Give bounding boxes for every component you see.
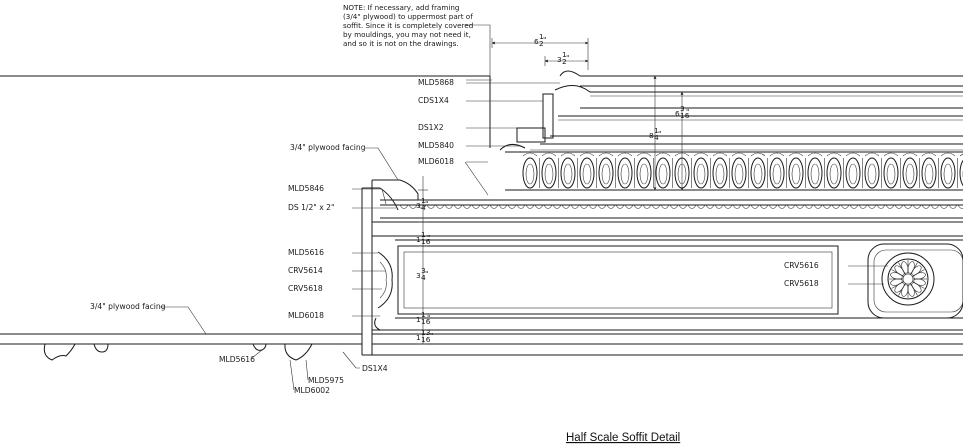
label-plywood-lower: 3/4" plywood facing (90, 302, 166, 311)
svg-text:4: 4 (654, 133, 659, 142)
svg-text:1: 1 (421, 196, 426, 205)
svg-text:": " (427, 233, 430, 242)
svg-text:3: 3 (416, 201, 421, 210)
label-ds1x4: DS1X4 (362, 364, 388, 373)
svg-text:4: 4 (421, 273, 426, 282)
svg-text:16: 16 (421, 237, 431, 246)
note-line-1: NOTE: If necessary, add framing (343, 3, 459, 12)
svg-text:1: 1 (421, 230, 426, 239)
note-line-5: and so it is not on the drawings. (343, 39, 459, 48)
label-crv5616-right: CRV5616 (784, 261, 819, 270)
svg-text:": " (658, 129, 661, 138)
dim-panel: 3 3 4 " (416, 266, 428, 282)
svg-text:": " (566, 53, 569, 62)
svg-text:": " (430, 331, 433, 340)
dentil-band (399, 204, 963, 209)
label-ds-half-2: DS 1/2" x 2" (288, 203, 334, 212)
svg-text:16: 16 (421, 335, 431, 344)
note-line-2: (3/4" plywood) to uppermost part of (343, 12, 473, 21)
label-ds1x2: DS1X2 (418, 123, 444, 132)
label-mld5840: MLD5840 (418, 141, 454, 150)
dim-top-inner: 3 1 2 " (557, 50, 569, 66)
label-mld6018-top: MLD6018 (418, 157, 454, 166)
svg-text:": " (686, 107, 689, 116)
svg-text:": " (543, 35, 546, 44)
label-crv5614: CRV5614 (288, 266, 323, 275)
dim-top-width: 6 1 2 " (534, 32, 546, 48)
svg-text:6: 6 (675, 109, 680, 118)
label-mld5616-bottom: MLD5616 (219, 355, 255, 364)
label-plywood-upper: 3/4" plywood facing (290, 143, 366, 152)
note-block: NOTE: If necessary, add framing (3/4" pl… (343, 3, 473, 48)
dim-base: 1 13 16 " (416, 328, 433, 344)
label-crv5618-right: CRV5618 (784, 279, 819, 288)
svg-text:3: 3 (557, 55, 562, 64)
svg-text:": " (425, 269, 428, 278)
svg-text:13: 13 (421, 328, 431, 337)
drawing-title: Half Scale Soffit Detail (566, 432, 680, 444)
label-crv5618-left: CRV5618 (288, 284, 323, 293)
label-mld6018-bottom: MLD6018 (288, 311, 324, 320)
dimension-lines (418, 38, 684, 345)
dim-band-lower: 1 1 16 " (416, 310, 431, 326)
svg-text:2: 2 (539, 39, 544, 48)
label-mld5846: MLD5846 (288, 184, 324, 193)
dim-frieze: 3 1 4 " (416, 196, 428, 212)
dim-height-right: 6 3 16 " (675, 104, 690, 120)
svg-text:16: 16 (680, 111, 690, 120)
svg-text:16: 16 (421, 317, 431, 326)
svg-text:3: 3 (680, 104, 685, 113)
label-cds1x4: CDS1X4 (418, 96, 449, 105)
dimension-texts: 6 1 2 " 3 1 2 " 8 1 4 " 6 3 16 " 3 1 4 " (416, 32, 690, 344)
svg-text:6: 6 (534, 37, 539, 46)
svg-text:3: 3 (421, 266, 426, 275)
svg-text:1: 1 (416, 315, 421, 324)
svg-text:1: 1 (539, 32, 544, 41)
note-line-3: soffit. Since it is completely covered (343, 21, 473, 30)
svg-text:": " (425, 199, 428, 208)
svg-text:1: 1 (421, 310, 426, 319)
label-mld5616-left: MLD5616 (288, 248, 324, 257)
label-mld6002: MLD6002 (294, 386, 330, 395)
label-mld5975: MLD5975 (308, 376, 344, 385)
leader-lines (160, 24, 888, 391)
label-mld5868: MLD5868 (418, 78, 454, 87)
svg-text:2: 2 (562, 57, 567, 66)
callout-labels: MLD5868 CDS1X4 DS1X2 MLD5840 MLD6018 3/4… (90, 78, 819, 395)
svg-text:8: 8 (649, 131, 654, 140)
svg-text:1: 1 (416, 235, 421, 244)
egg-and-dart-ornament (522, 152, 963, 189)
bottom-moulding-profiles (43, 317, 386, 361)
soffit-structure (0, 70, 963, 356)
crv5614-profile-icon (377, 251, 393, 309)
svg-text:1: 1 (562, 50, 567, 59)
svg-text:1: 1 (654, 126, 659, 135)
rosette-icon (881, 252, 935, 306)
svg-text:3: 3 (416, 271, 421, 280)
note-line-4: by mouldings, you may not need it, (343, 30, 471, 39)
svg-text:4: 4 (421, 203, 426, 212)
dim-height-big: 8 1 4 " (649, 126, 661, 142)
dim-band-upper: 1 1 16 " (416, 230, 431, 246)
svg-text:": " (427, 313, 430, 322)
svg-text:1: 1 (416, 333, 421, 342)
